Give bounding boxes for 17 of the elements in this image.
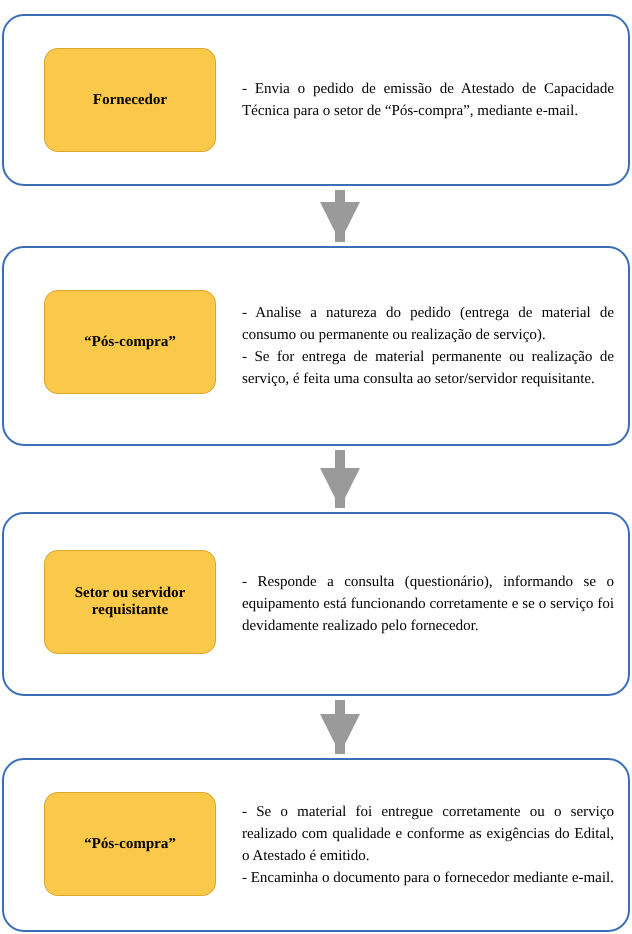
step-panel <box>2 14 630 186</box>
down-arrow <box>320 450 360 508</box>
step-panel <box>2 246 630 446</box>
step-description: - Encaminha o documento para o fornecedor mediante e-mail. <box>242 869 614 888</box>
step-description: - Se for entrega de material permanente ou realização de serviço, é feita uma consulta ao setor/servidor requisitante. <box>242 348 614 389</box>
step-description: - Analise a natureza do pedido (entrega de material de consumo ou permanente ou realização de serviço). <box>242 304 614 345</box>
step-panel <box>2 512 630 696</box>
down-arrow <box>320 700 360 754</box>
down-arrow <box>320 190 360 242</box>
role-box: Fornecedor <box>44 48 216 152</box>
role-box: Setor ou servidor requisitante <box>44 550 216 654</box>
role-box: “Pós-compra” <box>44 792 216 896</box>
role-box: “Pós-compra” <box>44 290 216 394</box>
step-description: - Se o material foi entregue corretamente ou o serviço realizado com qualidade e conforme as exigências do Edital, o Atestado é emitido. <box>242 803 614 866</box>
step-description: - Envia o pedido de emissão de Atestado de Capacidade Técnica para o setor de “Pós-compra”, mediante e-mail. <box>242 80 614 121</box>
step-description: - Responde a consulta (questionário), informando se o equipamento está funcionando corretamente e se o serviço foi devidamente realizado pelo fornecedor. <box>242 573 614 636</box>
step-panel <box>2 758 630 932</box>
